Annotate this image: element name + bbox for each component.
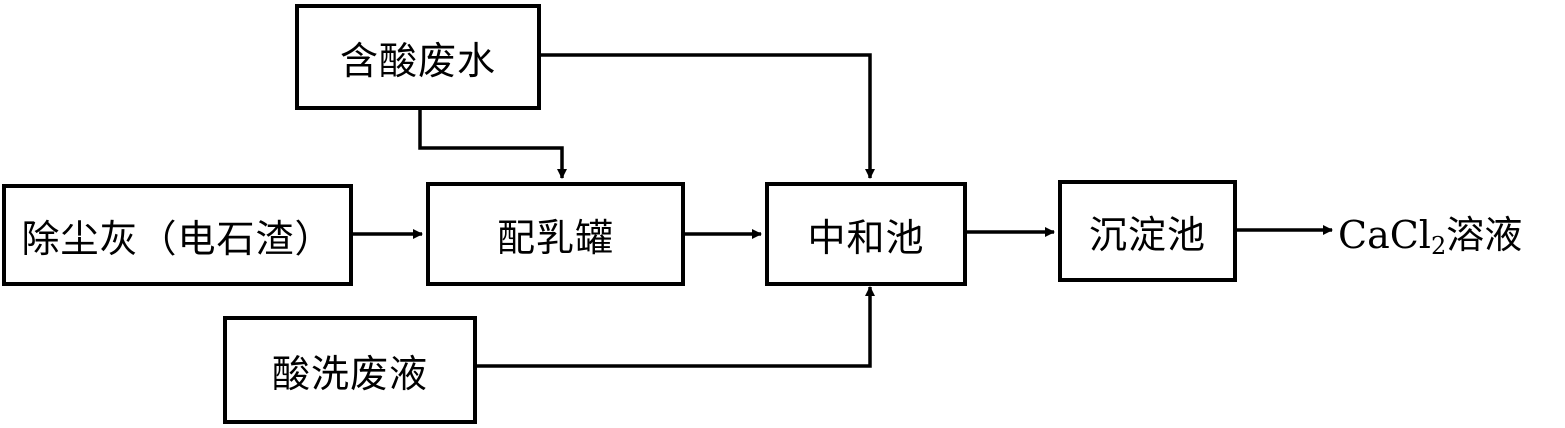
node-pickling-waste-label: 酸洗废液 [271,351,428,396]
node-pickling-waste: 酸洗废液 [223,316,477,424]
output-formula-suffix: 溶液 [1446,213,1523,257]
node-acid-wastewater: 含酸废水 [295,4,541,110]
node-dust-ash: 除尘灰（电石渣） [2,184,353,286]
node-neutralization-pool: 中和池 [765,182,967,286]
node-milk-tank-label: 配乳罐 [496,215,614,260]
output-formula-subscript: 2 [1430,232,1447,260]
node-dust-ash-label: 除尘灰（电石渣） [21,216,334,261]
edge-acid-to-neutral [540,53,875,179]
output-cacl2-solution: CaCl2溶液 [1338,204,1522,260]
node-acid-wastewater-label: 含酸废水 [339,38,496,83]
edge-pickling-to-neutral [476,286,875,368]
node-sedimentation-pool-label: 沉淀池 [1088,212,1206,257]
edge-acid-to-milk [418,110,567,179]
node-neutralization-pool-label: 中和池 [807,215,925,260]
output-formula-main: CaCl [1338,213,1431,257]
node-milk-tank: 配乳罐 [426,182,685,286]
node-sedimentation-pool: 沉淀池 [1058,180,1237,282]
